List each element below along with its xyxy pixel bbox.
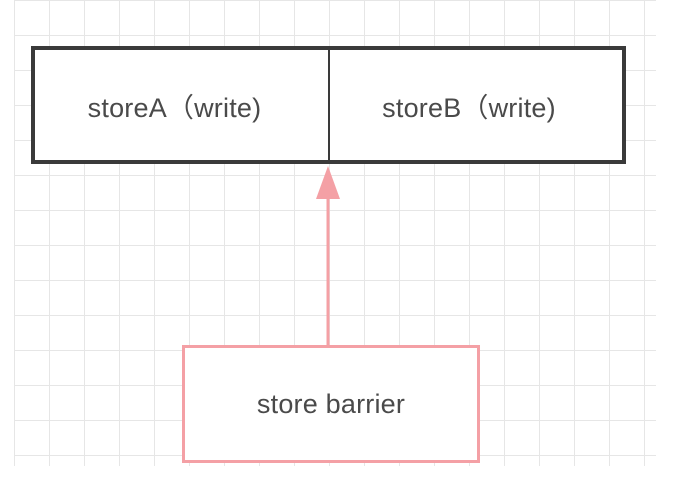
store-barrier-label: store barrier — [256, 388, 406, 419]
arrow-head — [316, 166, 340, 199]
store-barrier-box: store barrier — [182, 345, 480, 463]
store-b-box: storeB（write) — [328, 46, 626, 164]
store-a-label: storeA（write) — [87, 92, 262, 123]
store-b-label: storeB（write) — [382, 92, 556, 123]
store-a-box: storeA（write) — [31, 46, 330, 164]
